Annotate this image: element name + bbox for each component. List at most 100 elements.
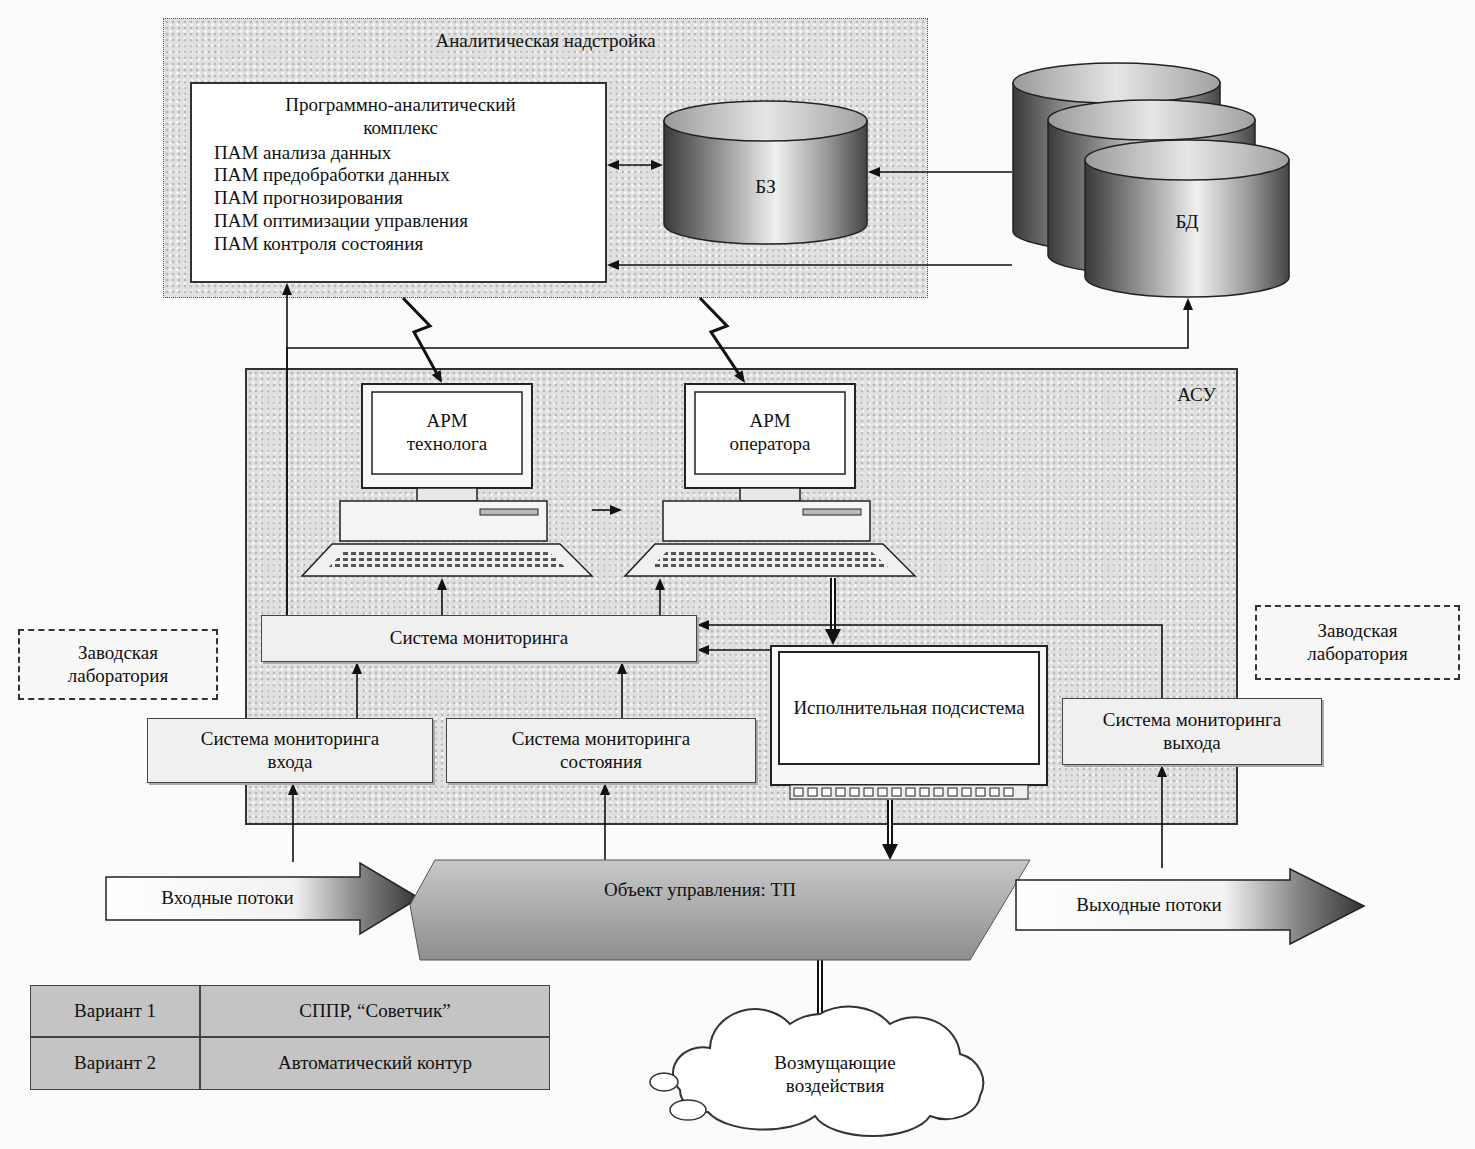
module-item: ПАМ предобработки данных [214, 164, 587, 187]
unit-panel [779, 652, 1039, 764]
arrowhead [432, 370, 442, 383]
computer-case [663, 501, 870, 541]
rect-node: Система мониторинга входа [147, 718, 433, 783]
database-label: БЗ [755, 176, 775, 199]
connector [600, 783, 610, 860]
arrowhead [697, 620, 709, 630]
strip-pin [892, 788, 901, 796]
line [659, 589, 661, 615]
table-cell: СППР, “Советчик” [200, 985, 550, 1037]
drive-slot [803, 509, 861, 515]
cyl-node: БЗ [663, 100, 868, 245]
connector [592, 505, 622, 515]
keyboard-keys [326, 549, 568, 570]
module-item: ПАМ прогнозирования [214, 187, 587, 210]
line [618, 164, 652, 166]
lightning-link [403, 298, 442, 383]
strip-pin [822, 788, 831, 796]
strip-pin [836, 788, 845, 796]
strip-pin [794, 788, 803, 796]
connector [607, 260, 1012, 270]
strip-pin [850, 788, 859, 796]
flow-arrow [106, 863, 419, 934]
arrowR-node: Выходные потоки [1015, 868, 1365, 945]
shape-outline [663, 100, 868, 245]
cylinder-top [1013, 63, 1220, 103]
exec-node: Исполнительная подсистема [770, 645, 1048, 800]
shape-outline [410, 860, 1030, 960]
flow-arrow [1016, 869, 1364, 944]
arrowL-node: Входные потоки [105, 862, 420, 935]
arrowhead [651, 160, 663, 170]
table-text: Вариант 1 [74, 1000, 156, 1023]
module-item: ПАМ контроля состояния [214, 233, 587, 256]
shape-outline [770, 645, 1048, 800]
arrowhead [600, 783, 610, 795]
obj-node: Объект управления: ТП [410, 860, 1030, 960]
disturbance-label: Возмущающие воздействия [760, 1052, 910, 1098]
rect-node: Система мониторинга состояния [446, 718, 756, 783]
line-inner [832, 577, 834, 630]
arrowhead [288, 783, 298, 795]
workstation-label: АРМ оператора [710, 410, 830, 456]
strip-pin [906, 788, 915, 796]
lab-label: Заводская лаборатория [43, 642, 193, 688]
strip-pin [976, 788, 985, 796]
arrowhead [1183, 298, 1193, 310]
line [708, 649, 770, 651]
line [621, 673, 623, 718]
text-area: АРМ оператора [697, 394, 843, 472]
line [1161, 776, 1163, 868]
keyboard [625, 544, 915, 576]
line [287, 309, 1188, 615]
cloud-node: Возмущающие воздействия [640, 1012, 1000, 1120]
table-text: Вариант 2 [74, 1052, 156, 1075]
connector-strip [790, 785, 1028, 799]
arrowhead [617, 662, 627, 674]
table-text: Автоматический контур [278, 1052, 472, 1075]
monitor-frame [685, 384, 855, 488]
process-box-label: Система мониторинга [390, 627, 569, 650]
connector [697, 645, 770, 655]
arrowhead [655, 578, 665, 590]
region-heading: АСУ [1177, 384, 1216, 407]
object-label: Объект управления: ТП [604, 879, 796, 902]
process-box-label: Система мониторинга входа [180, 728, 400, 774]
strip-pin [990, 788, 999, 796]
connector [352, 662, 362, 718]
arrowhead [610, 505, 622, 515]
arm-node: АРМ технолога [302, 383, 592, 578]
strip-pin [1004, 788, 1013, 796]
monitor-stand [740, 488, 800, 501]
region-heading: Аналитическая надстройка [163, 30, 928, 53]
table-cell: Вариант 2 [30, 1037, 200, 1090]
cloud-puff [670, 1100, 706, 1120]
line [618, 264, 1012, 266]
line-outer [887, 800, 893, 845]
table-cell: Автоматический контур [200, 1037, 550, 1090]
table-text: СППР, “Советчик” [299, 1000, 450, 1023]
dash-node: Заводская лаборатория [1255, 605, 1460, 680]
line [592, 509, 611, 511]
flow-label: Выходные потоки [1076, 894, 1221, 917]
lightning-link [700, 298, 745, 383]
monitor-frame [362, 384, 532, 488]
line [356, 673, 358, 718]
text-area: АРМ технолога [374, 394, 520, 472]
connector [288, 783, 298, 862]
module-item: ПАМ оптимизации управления [214, 210, 587, 233]
arrowhead [825, 629, 841, 645]
monitor-stand [417, 488, 477, 501]
complex-heading: Программно-аналитический комплекс [251, 94, 551, 140]
connector [607, 160, 663, 170]
arrowhead [607, 160, 619, 170]
arrowhead [607, 260, 619, 270]
pak-node: Программно-аналитический комплексПАМ ана… [190, 82, 607, 283]
text-area: БЗ [663, 140, 868, 235]
text-area: Выходные потоки [1015, 880, 1283, 930]
arm-node: АРМ оператора [622, 383, 918, 578]
arrowhead [1157, 765, 1167, 777]
monitor-screen [695, 392, 845, 474]
shape-outline [1012, 62, 1290, 298]
strip-pin [962, 788, 971, 796]
